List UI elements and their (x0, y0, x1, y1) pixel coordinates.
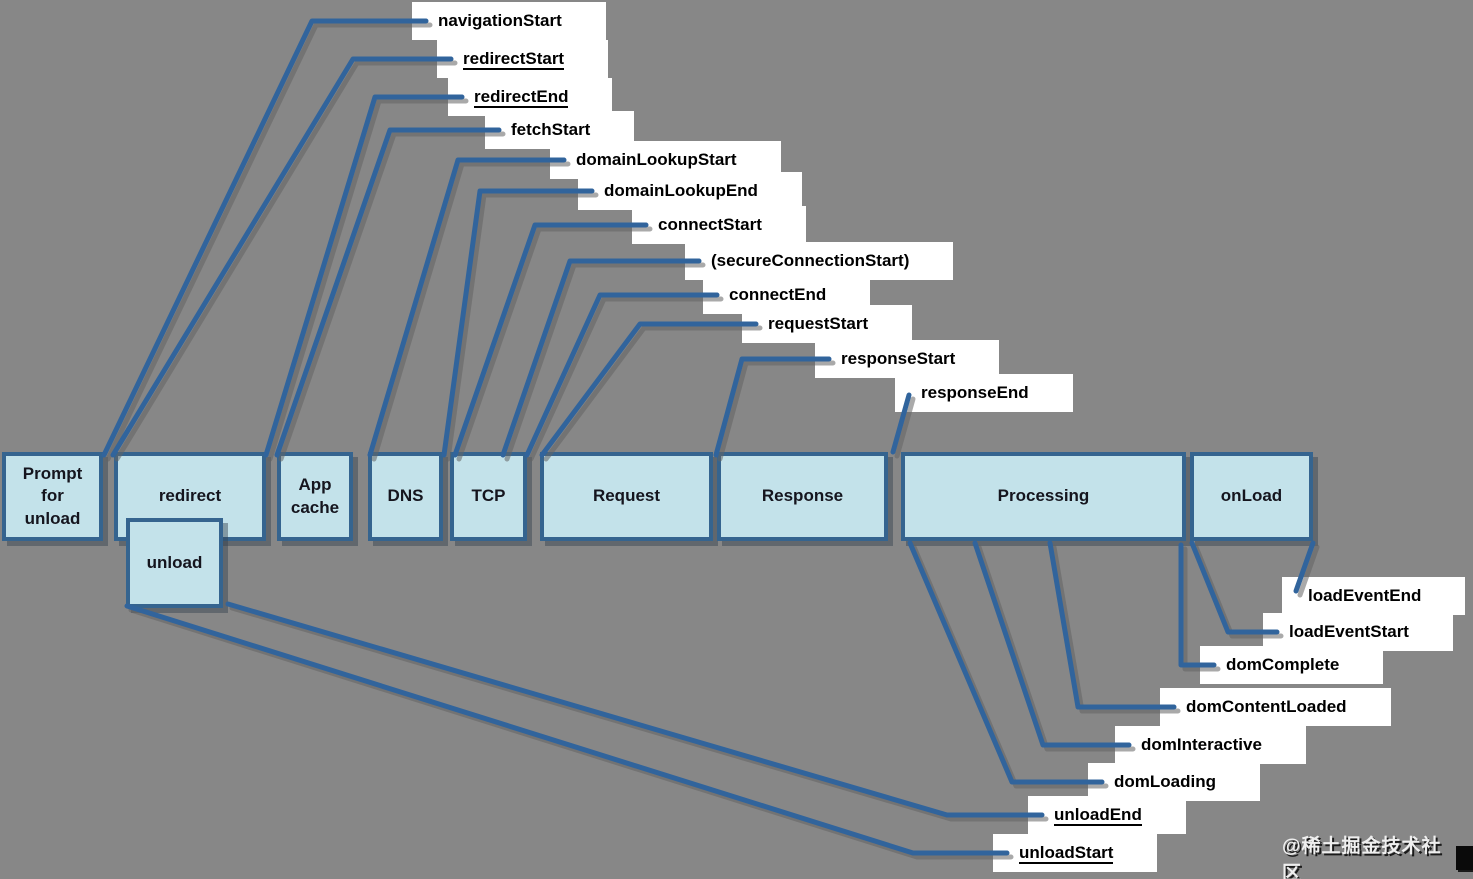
event-label-requestStart: requestStart (742, 305, 913, 343)
phase-box-response: Response (717, 452, 888, 541)
watermark-cursor-block (1455, 846, 1473, 870)
event-label-text: domainLookupStart (576, 150, 737, 169)
event-label-domContentLoaded: domContentLoaded (1160, 688, 1391, 726)
event-label-text: domLoading (1114, 772, 1216, 791)
phase-box-processing: Processing (901, 452, 1186, 541)
phase-box-unload: unload (126, 518, 223, 608)
watermark-text: @稀土掘金技术社区 (1282, 836, 1442, 879)
event-label-text: requestStart (768, 314, 869, 333)
phase-box-tcp: TCP (450, 452, 527, 541)
event-label-text: responseStart (841, 349, 956, 368)
event-label-responseStart: responseStart (815, 340, 1000, 378)
phase-box-request: Request (540, 452, 713, 541)
event-label-text: unloadStart (1019, 843, 1114, 864)
event-label-text: redirectStart (463, 49, 565, 70)
event-label-text: redirectEnd (474, 87, 569, 108)
event-label-text: (secureConnectionStart) (711, 251, 910, 270)
watermark: @稀土掘金技术社区 (1282, 831, 1473, 879)
phase-box-dns: DNS (368, 452, 443, 541)
event-label-navigationStart: navigationStart (412, 2, 606, 40)
phase-box-prompt-for-unload: Prompt for unload (2, 452, 103, 541)
event-label-domainLookupEnd: domainLookupEnd (578, 172, 802, 210)
event-label-text: responseEnd (921, 383, 1029, 402)
event-label-domInteractive: domInteractive (1115, 726, 1306, 764)
event-label-unloadStart: unloadStart (993, 834, 1158, 872)
event-label-redirectStart: redirectStart (437, 40, 609, 78)
event-label-text: fetchStart (511, 120, 591, 139)
event-label-text: domComplete (1226, 655, 1340, 674)
event-label-text: domContentLoaded (1186, 697, 1347, 716)
event-label-text: domInteractive (1141, 735, 1262, 754)
event-label-text: unloadEnd (1054, 805, 1142, 826)
event-label-responseEnd: responseEnd (895, 374, 1073, 412)
event-label-connectStart: connectStart (632, 206, 806, 244)
event-label-text: connectStart (658, 215, 762, 234)
phase-box-app-cache: App cache (277, 452, 353, 541)
event-label-text: navigationStart (438, 11, 562, 30)
event-label-text: connectEnd (729, 285, 827, 304)
event-label-text: domainLookupEnd (604, 181, 758, 200)
event-label-loadEventEnd: loadEventEnd (1282, 577, 1466, 615)
event-label-domComplete: domComplete (1200, 646, 1384, 684)
event-label-unloadEnd: unloadEnd (1028, 796, 1186, 834)
event-label-text: loadEventStart (1289, 622, 1409, 641)
event-label-text: loadEventEnd (1308, 586, 1422, 605)
phase-box-onload: onLoad (1190, 452, 1313, 541)
event-label-secureConnectionStart: (secureConnectionStart) (685, 242, 954, 280)
